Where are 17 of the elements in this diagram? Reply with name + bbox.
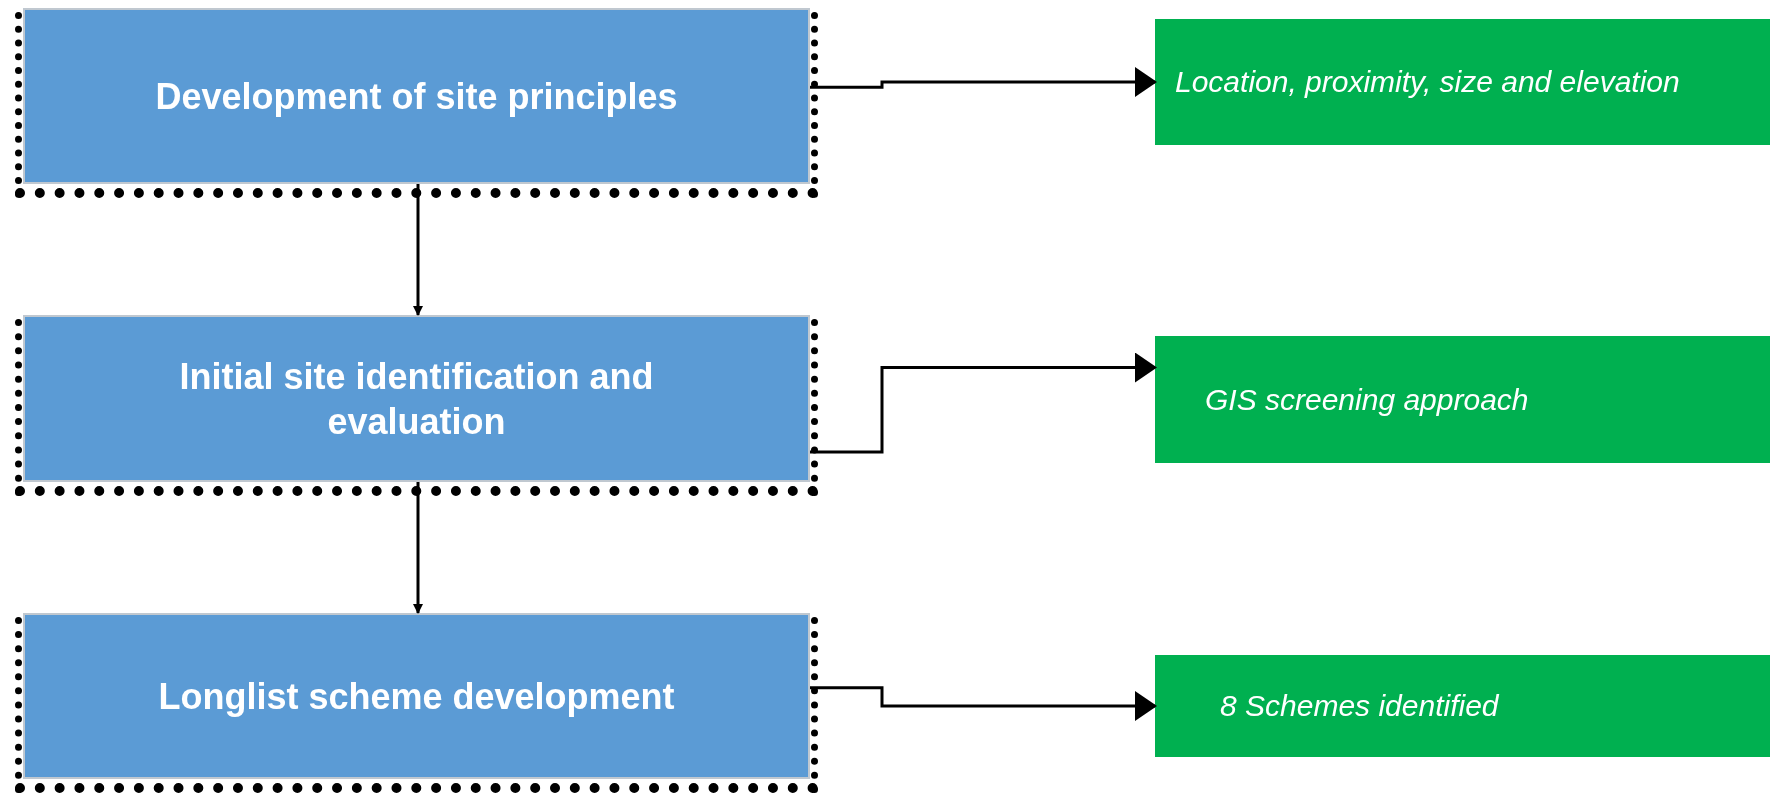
step-label: Initial site identification and evaluation <box>178 354 655 444</box>
arrow <box>413 184 423 316</box>
note-box <box>1155 19 1770 145</box>
note-box <box>1155 336 1770 463</box>
arrow <box>413 482 423 614</box>
process-box <box>23 8 810 184</box>
note-text: GIS screening approach <box>1205 381 1530 418</box>
process-box <box>23 315 810 482</box>
process-box <box>23 613 810 779</box>
step-label: Longlist scheme development <box>158 674 675 719</box>
arrow <box>810 352 1157 454</box>
arrow <box>810 67 1157 97</box>
note-box <box>1155 655 1770 757</box>
note-text: Location, proximity, size and elevation <box>1175 64 1681 101</box>
arrow <box>810 686 1157 721</box>
note-text: 8 Schemes identified <box>1220 688 1500 725</box>
step-label: Development of site principles <box>155 74 678 119</box>
